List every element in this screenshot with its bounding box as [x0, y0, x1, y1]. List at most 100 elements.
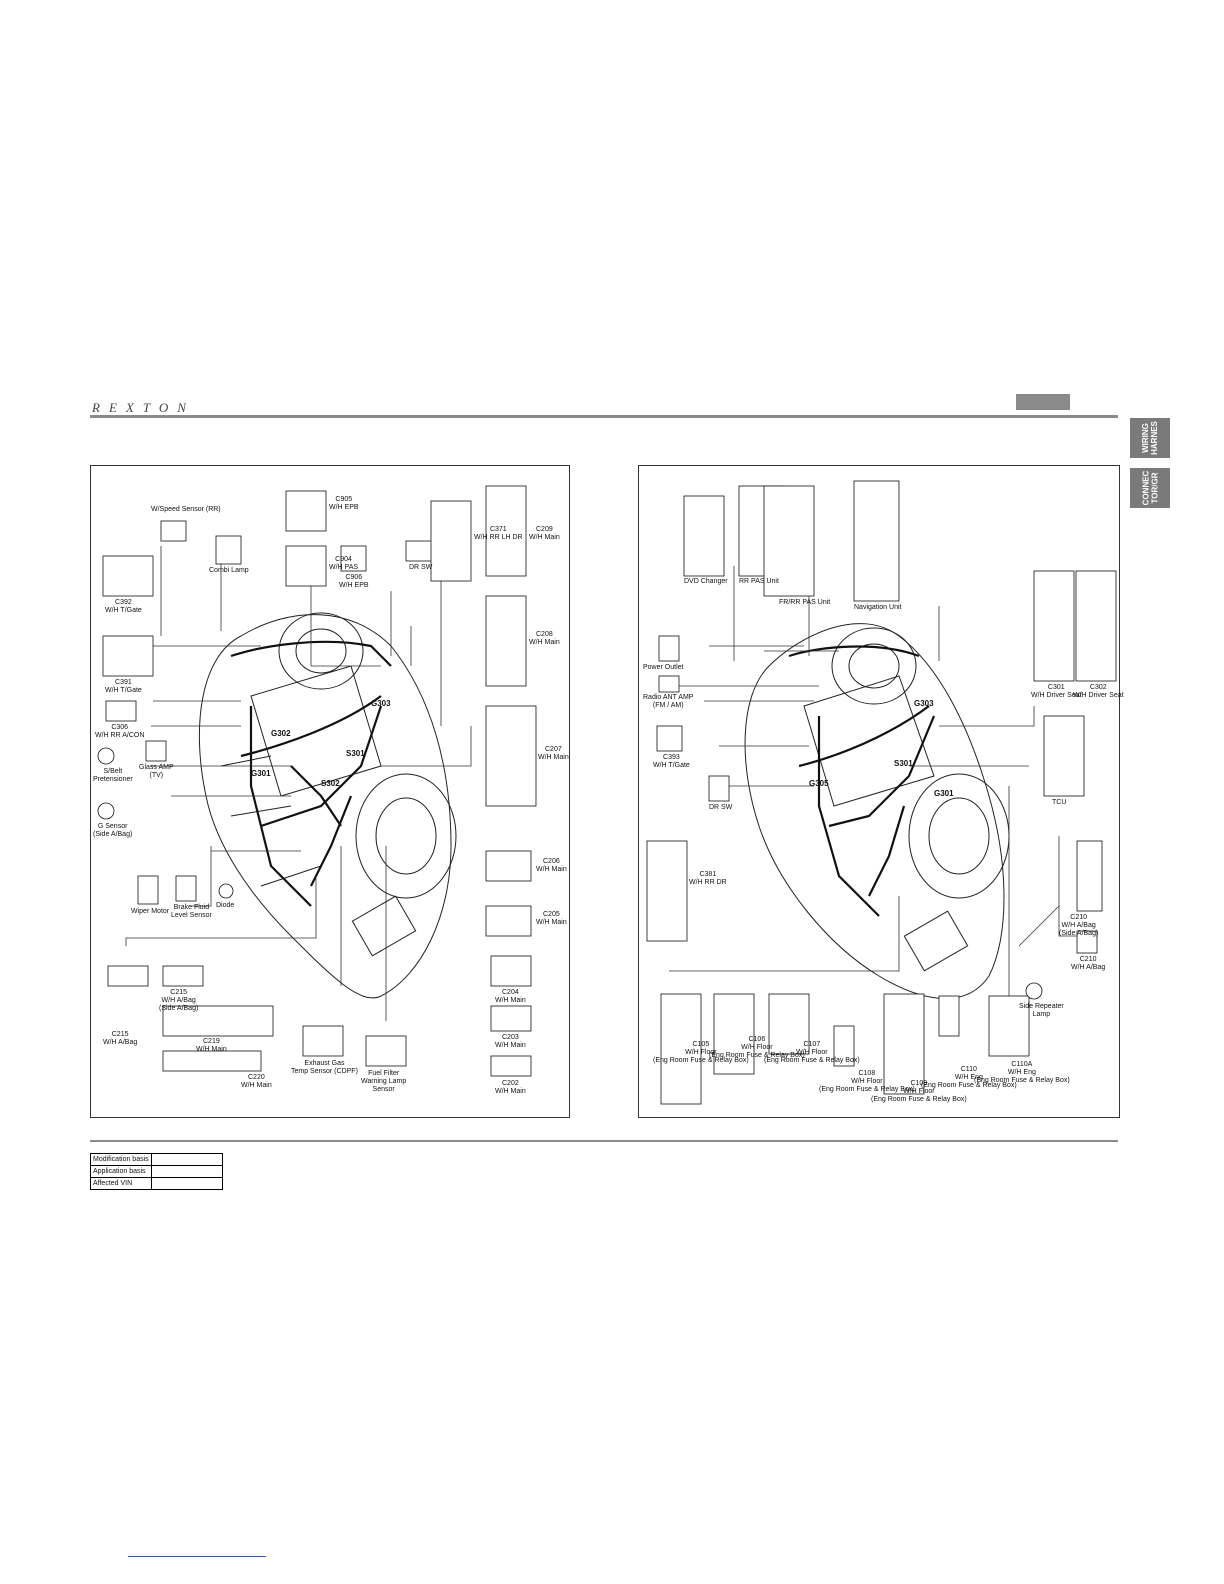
wiper-motor	[137, 875, 159, 905]
label-fuel-filter: Fuel Filter Warning Lamp Sensor	[361, 1070, 407, 1093]
modification-info-table: Modification basis Application basis Aff…	[90, 1153, 223, 1190]
connector-c105	[660, 993, 702, 1105]
connector-c392	[102, 555, 154, 597]
label-tcu: TCU	[1052, 799, 1067, 806]
application-basis-value	[150, 1165, 223, 1178]
label-c391: C391 W/H T/Gate	[105, 679, 142, 694]
label-c220: C220 W/H Main	[241, 1074, 272, 1089]
label-c906: C906 W/H EPB	[339, 574, 369, 589]
footer-link-underline[interactable]	[128, 1556, 266, 1557]
connector-c109	[883, 993, 925, 1095]
connector-c202	[490, 1055, 532, 1077]
connector-c215-side	[162, 965, 204, 987]
connector-c391	[102, 635, 154, 677]
front-grille	[903, 910, 969, 972]
connector-c205	[485, 905, 532, 937]
navigation-unit	[853, 480, 900, 602]
splice-g301: G301	[934, 789, 954, 798]
front-grille	[351, 895, 417, 957]
splice-g302: G302	[271, 729, 291, 738]
label-dvd-changer: DVD Changer	[684, 578, 728, 585]
header-divider	[90, 415, 1118, 418]
connector-c206	[485, 850, 532, 882]
label-c106: C106 W/H Floor (Eng Room Fuse & Relay Bo…	[709, 1036, 805, 1059]
splice-s301: S301	[346, 749, 365, 758]
connector-c209	[485, 485, 527, 577]
glass-amp	[145, 740, 167, 762]
radio-ant-amp	[658, 675, 680, 693]
affected-vin-label: Affected VIN	[90, 1177, 152, 1190]
footer-divider	[90, 1140, 1118, 1142]
label-wspeed-sensor: W/Speed Sensor (RR)	[151, 506, 221, 513]
connector-c203	[490, 1005, 532, 1032]
connector-c393	[656, 725, 683, 752]
label-c392: C392 W/H T/Gate	[105, 599, 142, 614]
connector-c106	[713, 993, 755, 1075]
front-wheel	[355, 773, 457, 899]
connector-c219	[162, 1005, 274, 1037]
connector-c107	[768, 993, 810, 1055]
modification-basis-label: Modification basis	[90, 1153, 152, 1166]
splice-g305: G305	[809, 779, 829, 788]
label-c206: C206 W/H Main	[536, 858, 567, 873]
splice-g303: G303	[371, 699, 391, 708]
label-c208: C208 W/H Main	[529, 631, 560, 646]
label-wiper-motor: Wiper Motor	[131, 908, 170, 915]
connector-c210	[1076, 930, 1098, 954]
side-tab-wiring[interactable]: WIRING HARNES	[1130, 418, 1170, 458]
table-row: Modification basis	[90, 1153, 223, 1166]
table-row: Application basis	[90, 1165, 223, 1178]
label-c109: C109 W/H Floor (Eng Room Fuse & Relay Bo…	[871, 1080, 967, 1103]
exhaust-gas-sensor	[302, 1025, 344, 1057]
label-c306: C306 W/H RR A/CON	[95, 724, 145, 739]
label-c381: C381 W/H RR DR	[689, 871, 727, 886]
side-tab-connector[interactable]: CONNEC TOR/GR	[1130, 468, 1170, 508]
label-c105: C105 W/H Floor (Eng Room Fuse & Relay Bo…	[653, 1041, 749, 1064]
label-c210: C210 W/H A/Bag	[1071, 956, 1106, 971]
label-combi-lamp: Combi Lamp	[209, 567, 249, 574]
splice-g301: G301	[251, 769, 271, 778]
label-c905: C905 W/H EPB	[329, 496, 359, 511]
dvd-changer	[683, 495, 725, 577]
diode	[218, 883, 234, 899]
label-rr-pas-unit: RR PAS Unit	[739, 578, 779, 585]
connector-c215	[107, 965, 149, 987]
label-c210-side: C210 W/H A/Bag (Side A/Bag)	[1059, 914, 1099, 937]
label-seatbelt: S/Belt Pretensioner	[93, 768, 133, 783]
label-c209: C209 W/H Main	[529, 526, 560, 541]
label-dr-switch: DR SW	[709, 804, 733, 811]
connector-c208	[485, 595, 527, 687]
label-diode: Diode	[216, 902, 235, 909]
affected-vin-value	[150, 1177, 223, 1190]
application-basis-label: Application basis	[90, 1165, 152, 1178]
label-c393: C393 W/H T/Gate	[653, 754, 690, 769]
combi-lamp	[215, 535, 242, 565]
brake-fluid-sensor	[175, 875, 197, 902]
label-c301: C301 W/H Driver Seat	[1031, 684, 1082, 699]
right-car-diagram: G301 G305 S301 G303	[646, 480, 1117, 1105]
connector-c110a	[988, 995, 1030, 1057]
fr-rr-pas-unit	[763, 485, 815, 597]
label-c110a: C110A W/H Eng (Eng Room Fuse & Relay Box…	[974, 1061, 1070, 1084]
wspeed-sensor	[160, 520, 187, 542]
wiring-harness	[230, 640, 392, 907]
page-number-tab	[1016, 394, 1070, 410]
label-c371: C371 W/H RR LH DR	[474, 526, 523, 541]
right-wiring-panel: G301 G305 S301 G303 C105 W/H Floor (Eng …	[638, 465, 1124, 1118]
label-navigation-unit: Navigation Unit	[854, 604, 902, 611]
splice-g303: G303	[914, 699, 934, 708]
splice-s301: S301	[894, 759, 913, 768]
connector-c108	[833, 1025, 855, 1067]
splice-s302: S302	[321, 779, 340, 788]
label-brake-fluid: Brake Fluid Level Sensor	[171, 904, 212, 919]
modification-basis-value	[150, 1153, 223, 1166]
fuel-filter-sensor	[365, 1035, 407, 1067]
power-outlet	[658, 635, 680, 662]
connector-c210-side	[1076, 840, 1103, 912]
label-c204: C204 W/H Main	[495, 989, 526, 1004]
front-wheel	[908, 773, 1010, 899]
label-c205: C205 W/H Main	[536, 911, 567, 926]
label-fr-rr-pas-unit: FR/RR PAS Unit	[779, 599, 831, 606]
label-c302: C302 W/H Driver Seat	[1073, 684, 1124, 699]
connector-c204	[490, 955, 532, 987]
